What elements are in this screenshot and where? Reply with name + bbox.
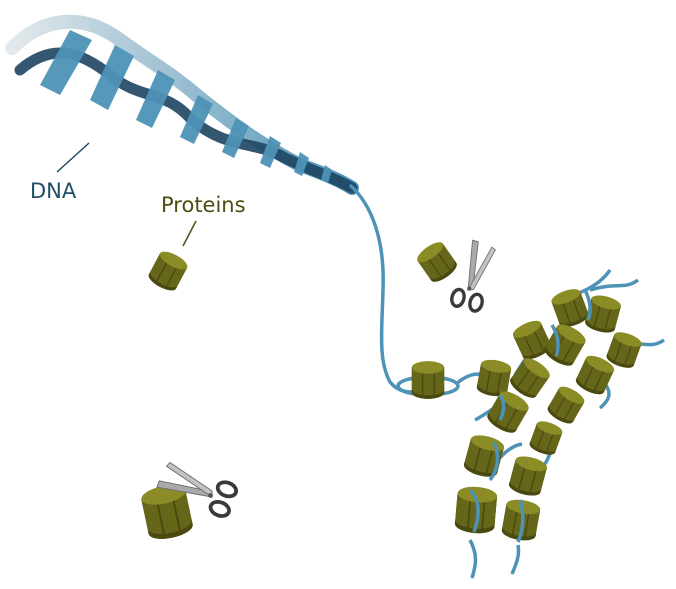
scissors-icon [448,237,499,315]
dna-label: DNA [30,179,77,203]
chromatin-fiber [396,268,666,579]
protein-cylinder-icon [413,237,461,287]
protein-cylinder-icon [145,247,191,295]
proteins-pointer-line [182,220,197,247]
proteins-label: Proteins [161,193,246,217]
dna-pointer-line [56,142,90,173]
